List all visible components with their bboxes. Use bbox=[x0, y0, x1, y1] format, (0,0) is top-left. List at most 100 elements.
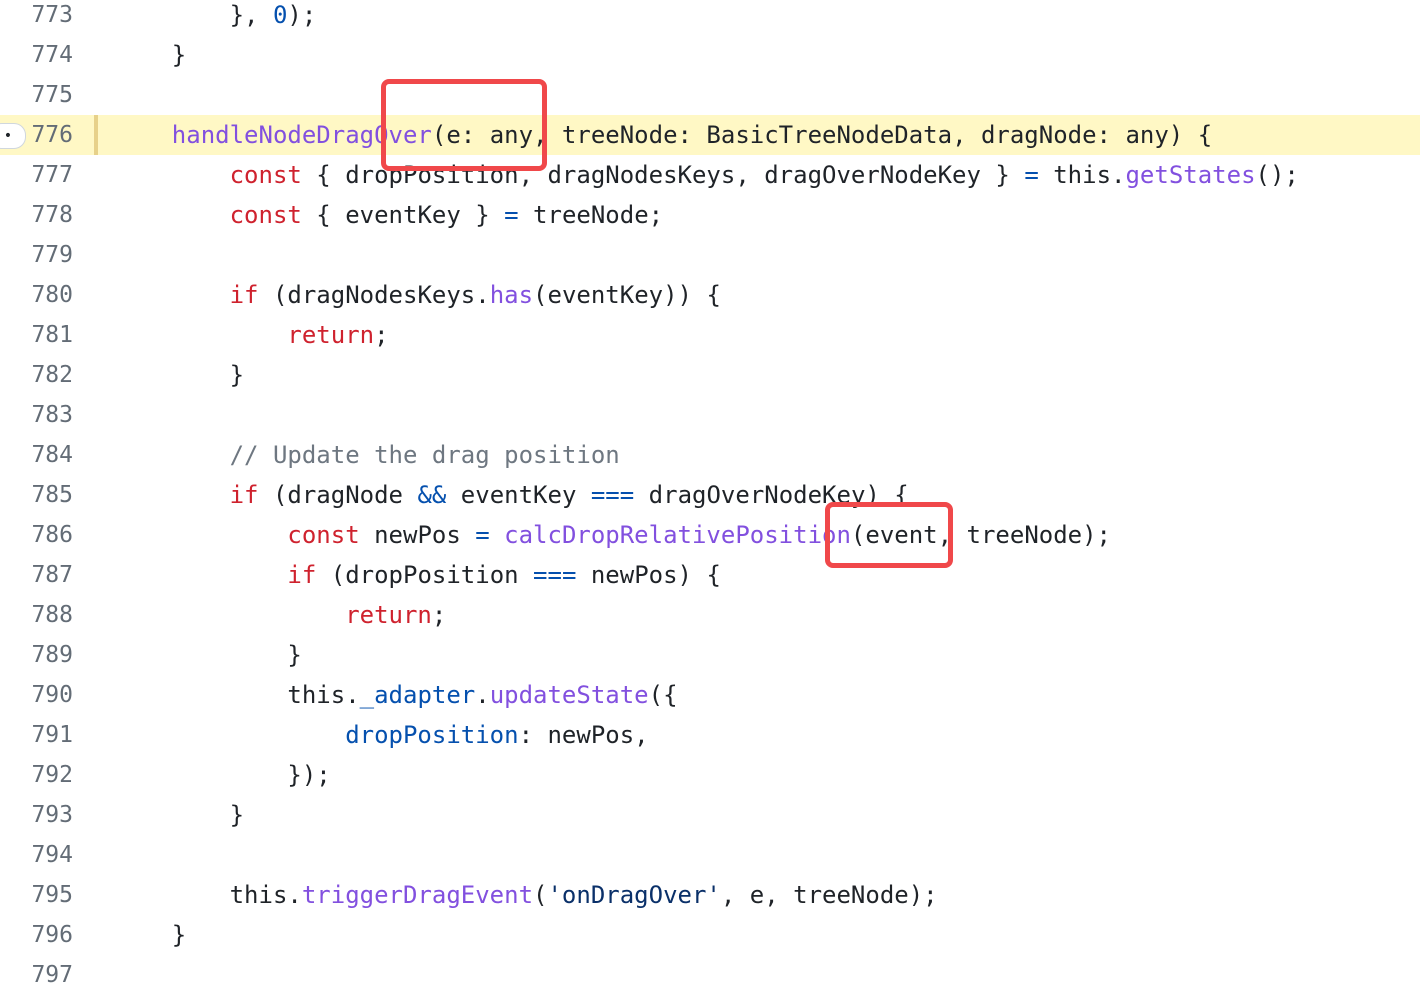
code-token: return bbox=[345, 601, 432, 629]
code-line: 790 this._adapter.updateState({ bbox=[0, 675, 1420, 715]
code-token: const bbox=[229, 201, 302, 229]
code-text: if (dragNode && eventKey === dragOverNod… bbox=[114, 475, 909, 515]
code-token: (eventKey)) { bbox=[533, 281, 721, 309]
line-number[interactable]: 774 bbox=[31, 42, 73, 68]
line-number[interactable]: 784 bbox=[31, 442, 73, 468]
code-text: const { dropPosition, dragNodesKeys, dra… bbox=[114, 155, 1299, 195]
line-number[interactable]: 785 bbox=[31, 482, 73, 508]
code-text: if (dropPosition === newPos) { bbox=[114, 555, 721, 595]
line-number[interactable]: 783 bbox=[31, 402, 73, 428]
code-token: === bbox=[590, 481, 635, 509]
code-line: 778 const { eventKey } = treeNode; bbox=[0, 195, 1420, 235]
code-line: 773 }, 0); bbox=[0, 0, 1420, 35]
code-text: return; bbox=[114, 595, 446, 635]
code-token: ); bbox=[287, 1, 317, 29]
line-menu-icon[interactable]: • bbox=[0, 123, 26, 149]
code-token: } bbox=[171, 921, 187, 949]
line-number[interactable]: 791 bbox=[31, 722, 73, 748]
code-token: const bbox=[229, 161, 302, 189]
code-token: } bbox=[229, 361, 245, 389]
code-token: if bbox=[229, 481, 259, 509]
code-line: 794 bbox=[0, 835, 1420, 875]
code-token: // Update the drag position bbox=[229, 441, 620, 469]
code-token: 'onDragOver' bbox=[547, 881, 721, 909]
code-text: } bbox=[114, 795, 244, 835]
code-token: calcDropRelativePosition bbox=[504, 521, 851, 549]
red-box-arg-event bbox=[825, 502, 953, 568]
line-number[interactable]: 779 bbox=[31, 242, 73, 268]
code-token: : newPos, bbox=[518, 721, 649, 749]
code-line: 793 } bbox=[0, 795, 1420, 835]
line-number[interactable]: 790 bbox=[31, 682, 73, 708]
code-token: } bbox=[287, 641, 302, 669]
code-token: this. bbox=[229, 881, 302, 909]
code-text: const newPos = calcDropRelativePosition(… bbox=[114, 515, 1111, 555]
code-token: (dropPosition bbox=[316, 561, 534, 589]
code-token: this. bbox=[287, 681, 360, 709]
code-text: }, 0); bbox=[114, 0, 317, 35]
code-line: 788 return; bbox=[0, 595, 1420, 635]
code-line: •776 handleNodeDragOver(e: any, treeNode… bbox=[0, 115, 1420, 155]
code-token: === bbox=[533, 561, 577, 589]
line-number[interactable]: 781 bbox=[31, 322, 73, 348]
code-token bbox=[490, 521, 504, 549]
code-token: newPos) { bbox=[576, 561, 721, 589]
code-line: 795 this.triggerDragEvent('onDragOver', … bbox=[0, 875, 1420, 915]
code-text: this.triggerDragEvent('onDragOver', e, t… bbox=[114, 875, 938, 915]
code-line: 780 if (dragNodesKeys.has(eventKey)) { bbox=[0, 275, 1420, 315]
line-number[interactable]: 787 bbox=[31, 562, 73, 588]
line-number[interactable]: 789 bbox=[31, 642, 73, 668]
code-token: this. bbox=[1038, 161, 1126, 189]
line-number[interactable]: 776 bbox=[31, 122, 73, 148]
code-line: 785 if (dragNode && eventKey === dragOve… bbox=[0, 475, 1420, 515]
code-line: 781 return; bbox=[0, 315, 1420, 355]
code-text: dropPosition: newPos, bbox=[114, 715, 649, 755]
code-text: // Update the drag position bbox=[114, 435, 620, 475]
line-number[interactable]: 775 bbox=[31, 82, 73, 108]
code-token: , e, treeNode); bbox=[720, 881, 938, 909]
red-box-param-e bbox=[381, 79, 547, 171]
line-number[interactable]: 780 bbox=[31, 282, 73, 308]
line-number[interactable]: 782 bbox=[31, 362, 73, 388]
code-token: eventKey bbox=[446, 481, 591, 509]
line-number[interactable]: 795 bbox=[31, 882, 73, 908]
code-token: (dragNodesKeys. bbox=[258, 281, 490, 309]
code-token: return bbox=[287, 321, 375, 349]
code-text: this._adapter.updateState({ bbox=[114, 675, 678, 715]
code-token: 0 bbox=[272, 1, 288, 29]
code-text: }); bbox=[114, 755, 330, 795]
code-line: 791 dropPosition: newPos, bbox=[0, 715, 1420, 755]
line-number[interactable]: 773 bbox=[31, 2, 73, 28]
code-token: has bbox=[489, 281, 534, 309]
code-text: handleNodeDragOver(e: any, treeNode: Bas… bbox=[114, 115, 1212, 155]
code-token: dragOverNodeKey) { bbox=[634, 481, 909, 509]
line-number[interactable]: 793 bbox=[31, 802, 73, 828]
code-token: _adapter bbox=[359, 681, 476, 709]
code-text: } bbox=[114, 35, 186, 75]
line-number[interactable]: 777 bbox=[31, 162, 73, 188]
code-line: 784 // Update the drag position bbox=[0, 435, 1420, 475]
line-number[interactable]: 796 bbox=[31, 922, 73, 948]
code-token: newPos bbox=[359, 521, 476, 549]
code-token: handleNodeDragOver bbox=[171, 121, 432, 149]
code-token: dropPosition bbox=[345, 721, 519, 749]
code-text: } bbox=[114, 355, 244, 395]
code-token: if bbox=[287, 561, 317, 589]
code-token: ( bbox=[533, 881, 548, 909]
line-number[interactable]: 794 bbox=[31, 842, 73, 868]
code-token: ({ bbox=[648, 681, 678, 709]
line-number[interactable]: 797 bbox=[31, 962, 73, 988]
code-token: = bbox=[1024, 161, 1039, 189]
code-line: 786 const newPos = calcDropRelativePosit… bbox=[0, 515, 1420, 555]
code-line: 796 } bbox=[0, 915, 1420, 955]
code-token: updateState bbox=[489, 681, 649, 709]
line-number[interactable]: 792 bbox=[31, 762, 73, 788]
code-token: }, bbox=[229, 1, 273, 29]
code-token: triggerDragEvent bbox=[301, 881, 534, 909]
line-number[interactable]: 786 bbox=[31, 522, 73, 548]
code-line: 783 bbox=[0, 395, 1420, 435]
code-line: 792 }); bbox=[0, 755, 1420, 795]
code-text: if (dragNodesKeys.has(eventKey)) { bbox=[114, 275, 721, 315]
line-number[interactable]: 788 bbox=[31, 602, 73, 628]
line-number[interactable]: 778 bbox=[31, 202, 73, 228]
